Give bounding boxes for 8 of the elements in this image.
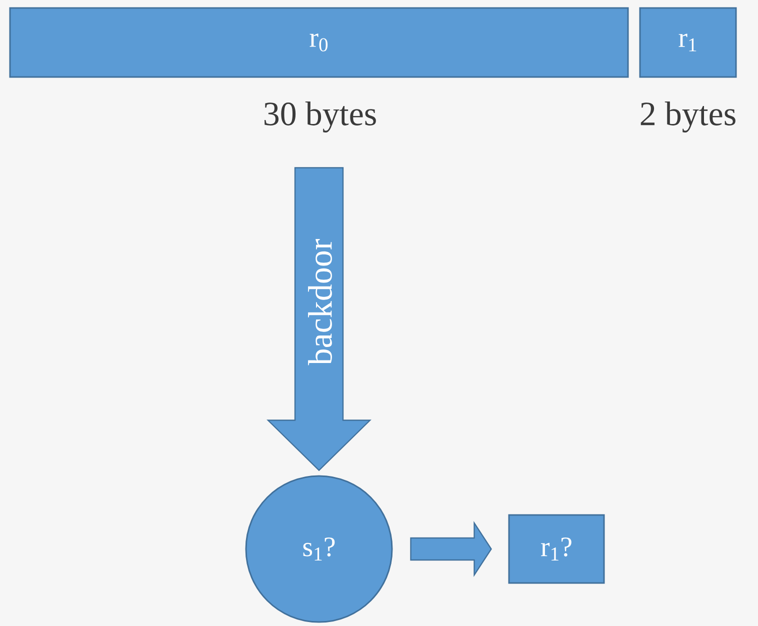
- size-label: 30 bytes: [264, 102, 376, 132]
- block-arrow: [410, 520, 492, 577]
- memory-block: r$_{1}$?: [508, 514, 605, 584]
- block-arrow: [266, 167, 372, 472]
- memory-block: r$_{0}$: [9, 7, 629, 78]
- size-label: 2 bytes: [640, 102, 736, 132]
- edge-label: backdoor: [308, 239, 332, 366]
- memory-block: r$_{1}$: [639, 7, 737, 78]
